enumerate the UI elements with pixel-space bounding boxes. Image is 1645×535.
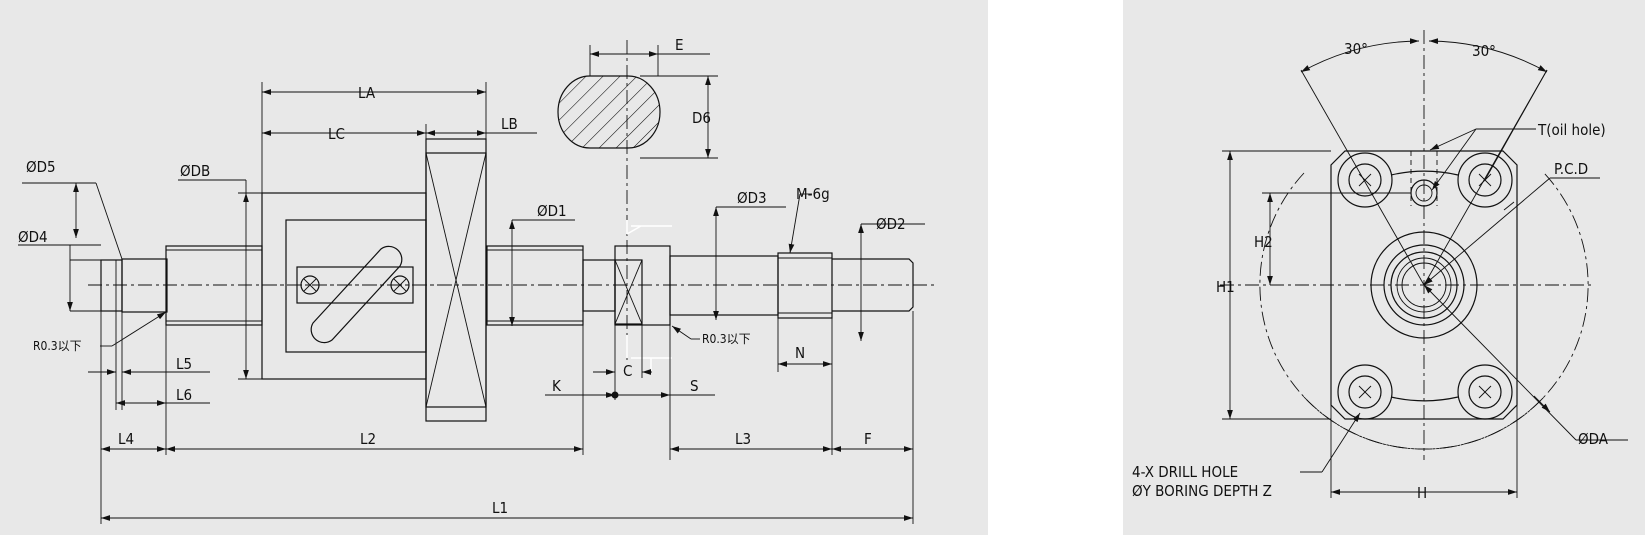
label-od4: ØD4 [18,228,48,246]
label-lc: LC [328,125,345,143]
side-view-panel [1123,0,1645,535]
label-m6g: M-6g [796,185,830,203]
label-od1: ØD1 [537,202,567,220]
label-drill-line1: 4-X DRILL HOLE [1132,463,1238,481]
d6-section-detail [557,40,661,360]
label-h1: H1 [1216,278,1235,296]
label-l6: L6 [176,386,192,404]
label-angle-left: 30° [1344,40,1368,58]
ball-nut [261,138,487,422]
label-e: E [675,36,684,54]
label-l2: L2 [360,430,376,448]
label-t-oil-hole: T(oil hole) [1537,121,1606,139]
label-la: LA [358,84,376,102]
label-od3: ØD3 [737,189,767,207]
label-h: H [1417,484,1427,502]
flange-outline [1330,150,1518,420]
label-pcd: P.C.D [1554,160,1588,178]
label-od2: ØD2 [876,215,906,233]
label-angle-right: 30° [1472,42,1496,60]
side-view: 30° 30° T(oil hole) P.C.D H2 H1 ØDA H 4-… [1132,30,1628,502]
label-l3: L3 [735,430,751,448]
label-r03-right: R0.3以下 [702,332,751,346]
label-k: K [552,377,562,395]
ball-screw-shaft [100,245,914,326]
label-lb: LB [501,115,518,133]
label-odb: ØDB [180,162,210,180]
label-drill-line2: ØY BORING DEPTH Z [1132,482,1272,500]
label-c: C [623,362,632,380]
label-l4: L4 [118,430,134,448]
front-view-panel [0,0,988,535]
label-h2: H2 [1254,233,1273,251]
label-r03-left: R0.3以下 [33,339,82,353]
label-d6: D6 [692,109,711,127]
label-n: N [795,344,805,362]
label-oda: ØDA [1578,430,1609,448]
label-s: S [690,377,699,395]
label-od5: ØD5 [26,158,56,176]
front-view: LA LC LB E D6 ØD5 ØDB ØD4 ØD1 ØD3 M-6g Ø… [18,36,935,524]
label-f: F [864,430,872,448]
white-marks [626,220,672,372]
label-l5: L5 [176,355,192,373]
label-l1: L1 [492,499,508,517]
